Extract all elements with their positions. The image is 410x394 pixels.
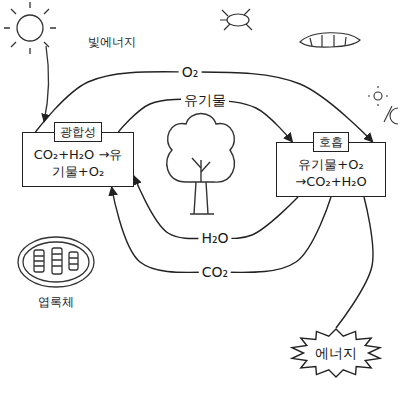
- process-box: 호흡유기물+O₂ →CO₂+H₂O: [276, 142, 386, 197]
- chloroplast-icon: [18, 237, 94, 287]
- box-heading: 호흡: [313, 132, 349, 152]
- box-text: 에너지: [315, 345, 357, 362]
- cycle-arrow: [336, 197, 373, 328]
- energy-burst: 에너지: [290, 328, 382, 378]
- substance-label: O₂: [179, 63, 202, 81]
- box-heading: 광합성: [54, 122, 102, 142]
- substance-label: H₂O: [198, 229, 231, 247]
- part-label: 엽록체: [36, 294, 76, 310]
- light-arrow: [44, 46, 49, 122]
- process-box: 광합성CO₂+H₂O →유기물+O₂: [22, 132, 134, 187]
- substance-label: CO₂: [199, 263, 231, 281]
- sun-icon: [4, 2, 56, 54]
- tree-icon: [167, 114, 235, 215]
- day-night-icon: [368, 86, 398, 124]
- box-text: CO₂+H₂O →유기물+O₂: [29, 146, 127, 180]
- animal-icon: [220, 9, 360, 47]
- box-text: 유기물+O₂ →CO₂+H₂O: [283, 156, 379, 190]
- energy-label: 빛에너지: [86, 34, 138, 50]
- cycle-arrow: [112, 187, 331, 272]
- substance-label: 유기물: [181, 91, 229, 109]
